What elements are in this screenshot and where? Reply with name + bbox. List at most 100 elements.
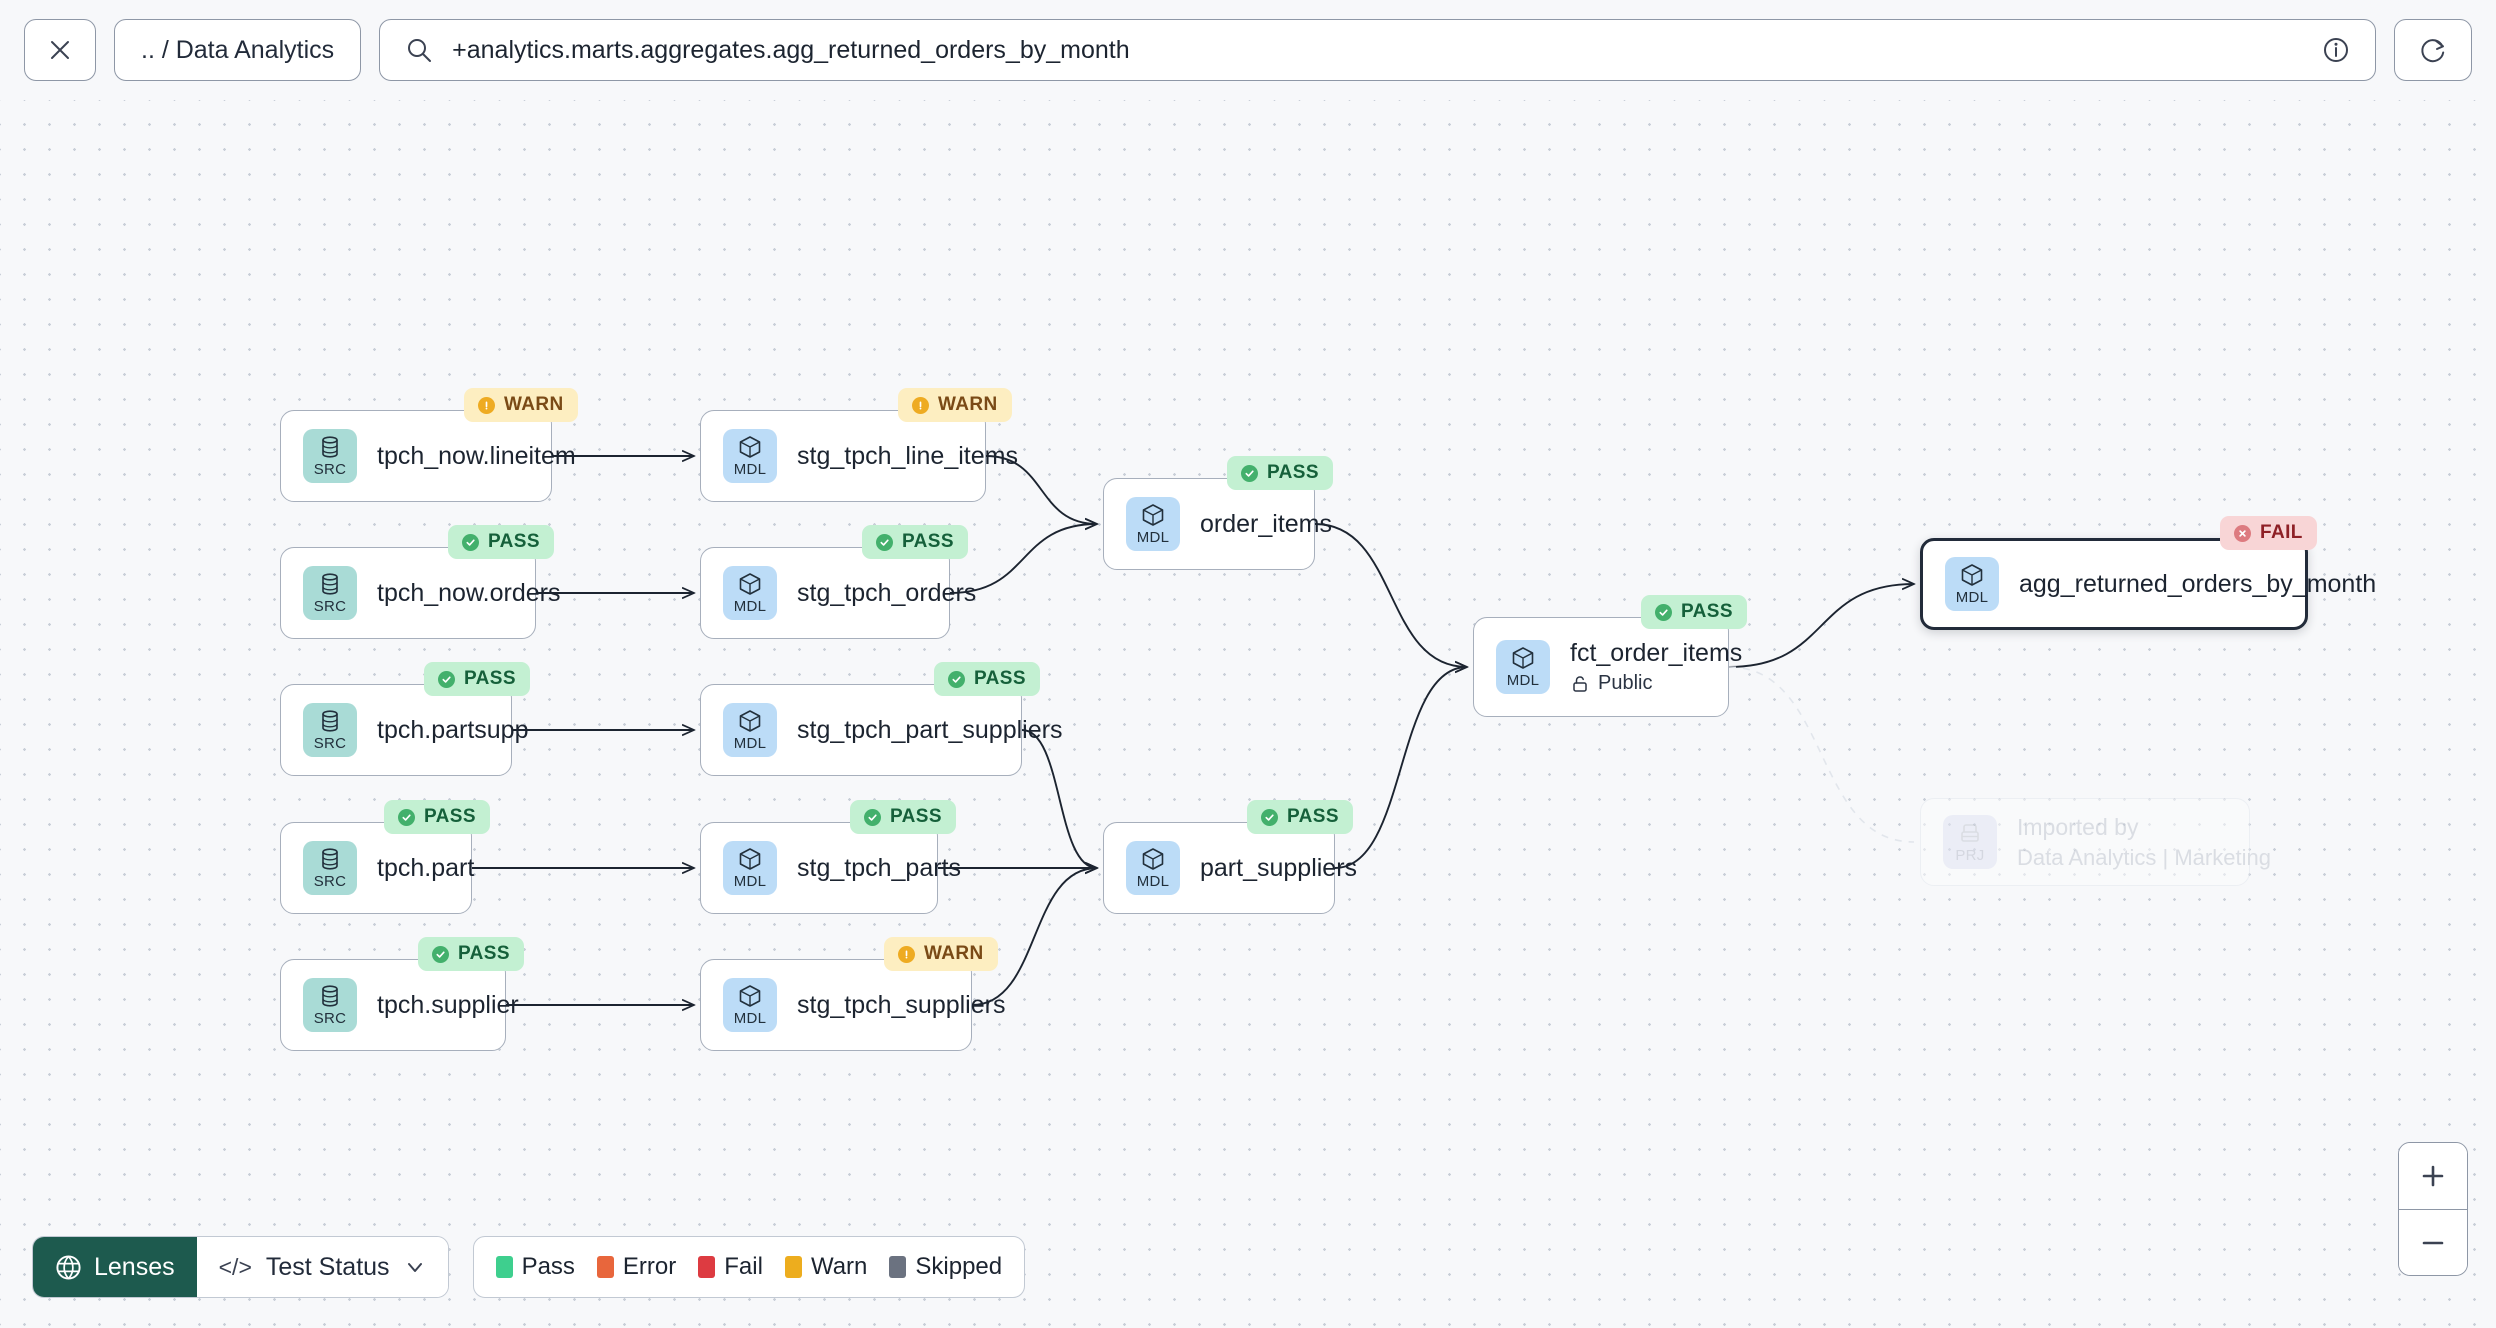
status-badge-pass[interactable]: PASS	[850, 800, 956, 834]
status-dot	[876, 533, 893, 551]
close-icon	[51, 41, 69, 59]
legend-item-warn[interactable]: Warn	[784, 1253, 867, 1281]
status-dot	[438, 670, 455, 688]
node-subtitle: Data Analytics | Marketing	[2017, 845, 2271, 871]
node-type-icon	[1140, 846, 1166, 872]
close-button[interactable]	[24, 19, 96, 81]
status-badge-label: PASS	[458, 943, 510, 964]
node-title: stg_tpch_line_items	[797, 441, 1018, 470]
status-dot	[1241, 464, 1258, 482]
node-kind-label: MDL	[733, 598, 767, 615]
node-kind-badge-mdl: MDL	[1126, 497, 1180, 551]
status-badge-pass[interactable]: PASS	[1247, 800, 1353, 834]
legend-swatch	[784, 1256, 802, 1278]
node-kind-badge-src: SRC	[303, 566, 357, 620]
node-title: tpch.supplier	[377, 990, 519, 1019]
zoom-in-button[interactable]	[2399, 1143, 2467, 1209]
info-icon[interactable]	[2321, 35, 2351, 65]
status-badge-label: PASS	[488, 531, 540, 552]
status-badge-pass[interactable]: PASS	[418, 937, 524, 971]
status-badge-label: WARN	[938, 394, 998, 415]
check-icon	[1245, 469, 1254, 477]
legend-item-fail[interactable]: Fail	[698, 1253, 763, 1281]
cube-icon	[739, 710, 761, 732]
legend-swatch	[596, 1256, 614, 1278]
legend-swatch	[495, 1256, 513, 1278]
node-kind-badge-src: SRC	[303, 841, 357, 895]
status-badge-pass[interactable]: PASS	[862, 525, 968, 559]
status-badge-pass[interactable]: PASS	[424, 662, 530, 696]
status-dot	[898, 945, 915, 963]
legend-item-skipped[interactable]: Skipped	[889, 1253, 1002, 1281]
status-badge-pass[interactable]: PASS	[934, 662, 1040, 696]
node-type-icon	[317, 983, 343, 1009]
test-status-dropdown[interactable]: </> Test Status	[196, 1237, 448, 1297]
check-icon	[442, 675, 451, 683]
breadcrumb[interactable]: .. / Data Analytics	[114, 19, 362, 81]
node-type-icon	[317, 571, 343, 597]
graph-node-tpch-now-lineitem[interactable]: SRC tpch_now.lineitem	[280, 410, 576, 502]
graph-node-stg-tpch-line-items[interactable]: MDL stg_tpch_line_items	[700, 410, 1018, 502]
cube-icon	[1512, 647, 1534, 669]
status-badge-pass[interactable]: PASS	[448, 525, 554, 559]
node-type-icon	[317, 434, 343, 460]
status-badge-warn[interactable]: WARN	[898, 388, 1012, 422]
check-icon	[466, 538, 475, 546]
status-badge-fail[interactable]: FAIL	[2220, 516, 2317, 550]
status-badge-warn[interactable]: WARN	[884, 937, 998, 971]
node-kind-label: SRC	[313, 873, 347, 890]
status-badge-warn[interactable]: WARN	[464, 388, 578, 422]
status-badge-pass[interactable]: PASS	[1641, 595, 1747, 629]
node-kind-label: MDL	[733, 461, 767, 478]
status-dot	[1655, 603, 1672, 621]
node-title: tpch_now.lineitem	[377, 441, 576, 470]
node-kind-badge-mdl: MDL	[723, 429, 777, 483]
node-type-icon	[317, 708, 343, 734]
node-type-icon	[737, 846, 763, 872]
node-type-icon	[737, 434, 763, 460]
lenses-button[interactable]: Lenses	[33, 1237, 197, 1297]
search-input[interactable]: +analytics.marts.aggregates.agg_returned…	[379, 19, 2376, 81]
status-badge-label: PASS	[902, 531, 954, 552]
status-badge-label: WARN	[924, 943, 984, 964]
cube-icon	[739, 573, 761, 595]
zoom-out-button[interactable]	[2399, 1209, 2467, 1275]
legend-item-error[interactable]: Error	[596, 1253, 676, 1281]
status-badge-label: FAIL	[2260, 522, 2303, 543]
node-kind-label: SRC	[313, 461, 347, 478]
search-query-text: +analytics.marts.aggregates.agg_returned…	[452, 35, 1130, 64]
legend-item-pass[interactable]: Pass	[495, 1253, 575, 1281]
node-kind-badge-src: SRC	[303, 703, 357, 757]
status-dot	[864, 808, 881, 826]
refresh-button[interactable]	[2394, 19, 2472, 81]
status-dot	[2234, 524, 2251, 542]
status-badge-label: PASS	[464, 668, 516, 689]
graph-node-order-items[interactable]: MDL order_items	[1103, 478, 1332, 570]
status-badge-pass[interactable]: PASS	[1227, 456, 1333, 490]
exclamation-icon	[485, 401, 488, 409]
node-title: order_items	[1200, 509, 1332, 538]
status-legend: Pass Error Fail Warn Skipped	[472, 1236, 1026, 1298]
node-kind-label: MDL	[733, 1010, 767, 1027]
node-title: stg_tpch_parts	[797, 853, 961, 882]
status-badge-pass[interactable]: PASS	[384, 800, 490, 834]
node-kind-badge-prj: PRJ	[1943, 815, 1997, 869]
node-type-icon	[737, 983, 763, 1009]
node-kind-badge-mdl: MDL	[723, 566, 777, 620]
node-kind-badge-mdl: MDL	[1496, 640, 1550, 694]
